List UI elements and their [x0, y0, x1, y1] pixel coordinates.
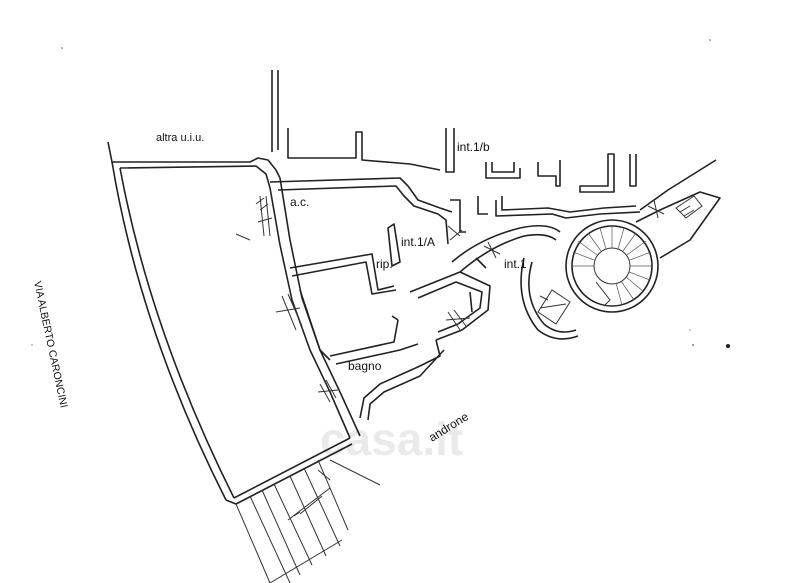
door-ticks — [235, 195, 665, 517]
watermark: casa.it — [320, 413, 463, 465]
label-int1: int.1 — [504, 257, 527, 271]
label-int1a: int.1/A — [401, 235, 435, 249]
label-ac: a.c. — [290, 195, 309, 209]
label-bagno: bagno — [348, 359, 382, 373]
int1b-partitions — [445, 128, 641, 233]
lower-shaft — [520, 257, 579, 340]
label-int1b: int.1/b — [457, 140, 490, 154]
bagno-corridor-walls — [359, 271, 491, 421]
label-altra-uiu: altra u.i.u. — [156, 132, 204, 144]
inner-rooms-walls — [269, 177, 453, 365]
androne-walls — [451, 224, 561, 273]
boundary-lines — [271, 70, 441, 171]
entrance-steps — [235, 459, 381, 583]
right-passage — [635, 159, 721, 259]
spiral-staircase — [565, 219, 659, 313]
label-rip: rip. — [376, 257, 393, 271]
label-street: VIA ALBERTO CARONCINI — [31, 280, 70, 409]
specks — [31, 39, 730, 348]
